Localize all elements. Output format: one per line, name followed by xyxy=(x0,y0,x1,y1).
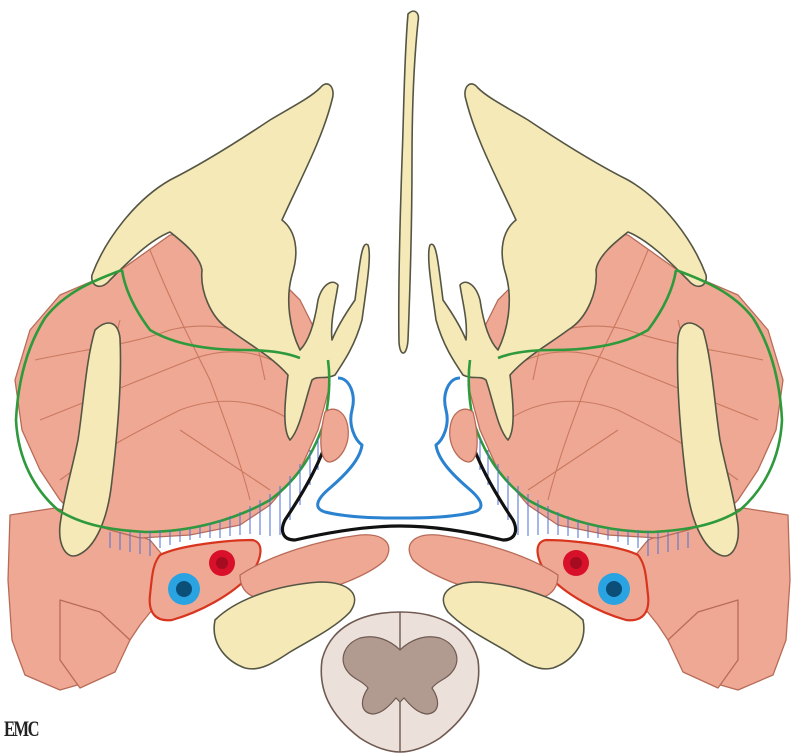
right-vein-lumen xyxy=(606,581,622,597)
right-side xyxy=(409,84,790,690)
left-artery-lumen xyxy=(216,557,228,569)
left-vein-lumen xyxy=(176,581,192,597)
right-artery-lumen xyxy=(570,557,582,569)
right-torus-tubarius xyxy=(450,409,477,462)
left-torus-tubarius xyxy=(321,409,348,462)
left-side xyxy=(8,84,389,690)
emc-logo: EMC xyxy=(4,716,38,742)
nasal-septum-bone xyxy=(399,11,419,353)
